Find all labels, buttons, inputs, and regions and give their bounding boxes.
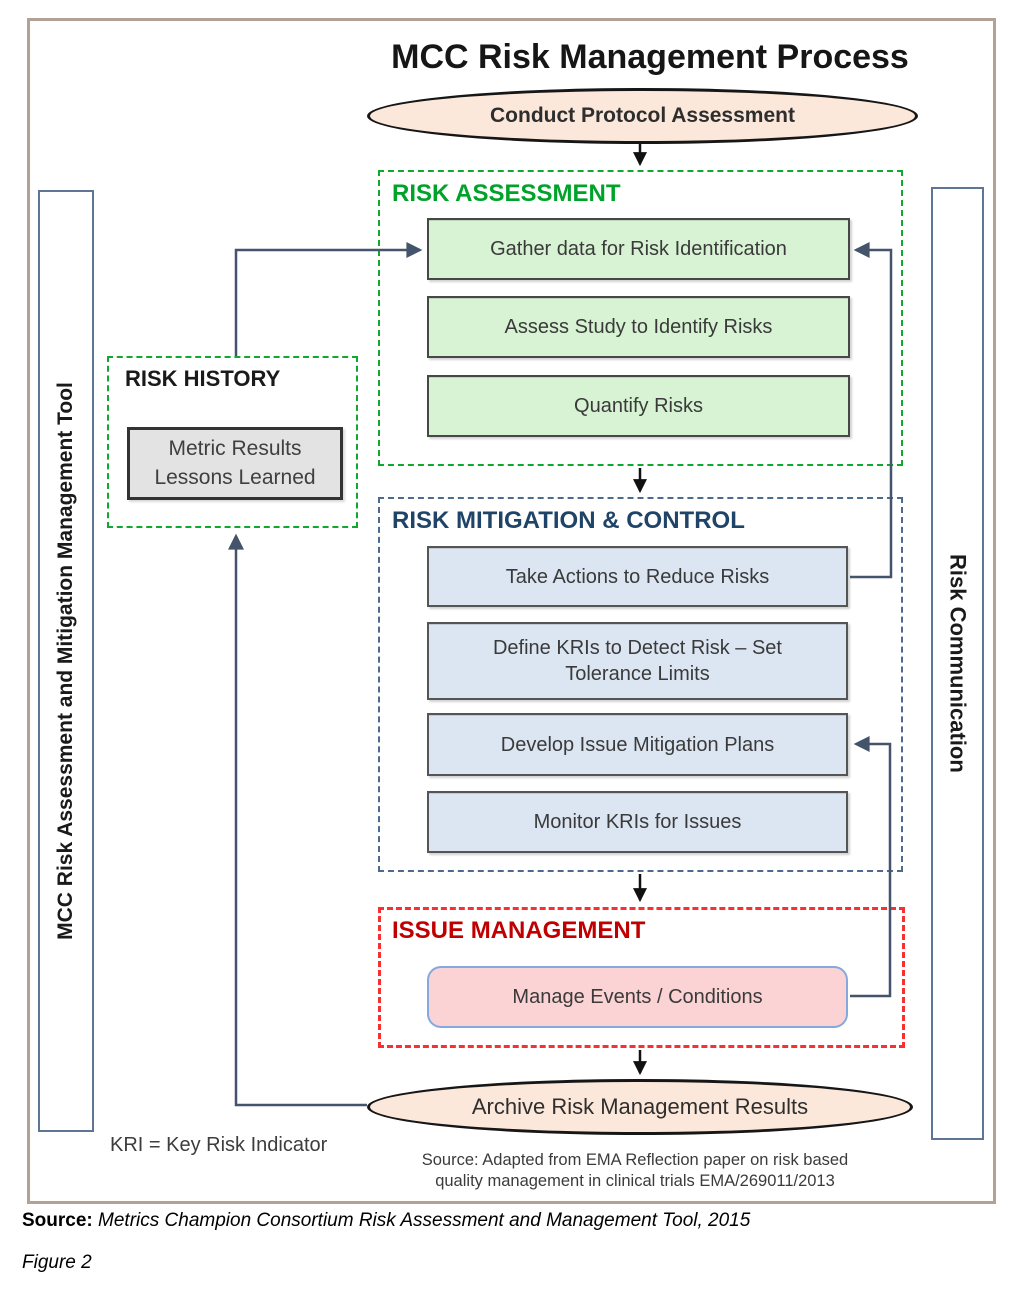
step-assess-study: Assess Study to Identify Risks [427,296,850,358]
risk-history-container [107,356,358,528]
kri-definition-note: KRI = Key Risk Indicator [110,1134,328,1156]
step-define-kris: Define KRIs to Detect Risk – Set Toleran… [427,622,848,700]
right-bar-label: Risk Communication [945,554,971,773]
risk-mitigation-heading: RISK MITIGATION & CONTROL [392,507,745,534]
step-monitor-kris: Monitor KRIs for Issues [427,791,848,853]
left-bar-mcc-tool: MCC Risk Assessment and Mitigation Manag… [38,190,94,1132]
metric-results-line: Metric Results [168,437,302,461]
inner-source-line1: Source: Adapted from EMA Reflection pape… [421,1151,849,1169]
metric-results-box: Metric Results Lessons Learned [127,427,343,500]
lessons-learned-line: Lessons Learned [154,465,316,489]
figure-number-label: Figure 2 [22,1252,92,1273]
step-take-actions: Take Actions to Reduce Risks [427,546,848,607]
right-bar-risk-communication: Risk Communication [931,187,984,1140]
step-manage-events-conditions: Manage Events / Conditions [427,966,848,1028]
inner-source-line2: quality management in clinical trials EM… [435,1172,835,1191]
risk-mitigation-container [378,497,903,872]
caption-source-text: Metrics Champion Consortium Risk Assessm… [98,1210,751,1231]
caption-source-label: Source: [22,1210,93,1231]
left-bar-label: MCC Risk Assessment and Mitigation Manag… [54,382,77,940]
risk-history-heading: RISK HISTORY [125,366,281,391]
caption-source: Source: Metrics Champion Consortium Risk… [22,1210,1002,1232]
step-quantify-risks: Quantify Risks [427,375,850,437]
start-oval-conduct-protocol-assessment: Conduct Protocol Assessment [367,88,918,144]
step-gather-data: Gather data for Risk Identification [427,218,850,280]
issue-management-heading: ISSUE MANAGEMENT [392,917,646,944]
end-oval-archive-results: Archive Risk Management Results [367,1079,913,1135]
inner-source-note: Source: Adapted from EMA Reflection pape… [380,1150,890,1193]
step-develop-mitigation-plans: Develop Issue Mitigation Plans [427,713,848,776]
start-oval-label: Conduct Protocol Assessment [490,104,795,127]
issue-management-container [378,907,905,1048]
diagram-title: MCC Risk Management Process [391,38,909,76]
risk-assessment-heading: RISK ASSESSMENT [392,180,621,207]
end-oval-label: Archive Risk Management Results [471,1094,809,1119]
